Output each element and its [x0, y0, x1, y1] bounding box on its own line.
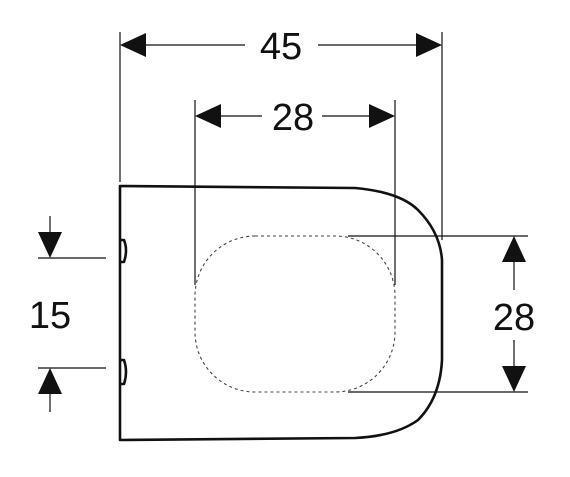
seat-opening-dashed	[194, 235, 396, 393]
arrowhead-15-bottom	[38, 368, 62, 394]
hinge-notch-upper	[120, 238, 128, 264]
dimension-label-inner-width: 28	[272, 97, 314, 139]
arrowhead-28v-top	[502, 236, 526, 262]
dimension-label-hinge-spacing: 15	[29, 295, 71, 337]
arrowhead-28-left	[195, 104, 221, 128]
arrowhead-28v-bottom	[502, 366, 526, 392]
dimension-label-overall-width: 45	[260, 26, 302, 68]
arrowhead-45-right	[416, 33, 442, 57]
dimension-label-inner-height: 28	[493, 297, 535, 339]
arrowhead-15-top	[38, 232, 62, 258]
arrowhead-28-right	[369, 104, 395, 128]
hinge-notch-lower	[120, 358, 128, 386]
arrowhead-45-left	[120, 33, 146, 57]
seat-outline	[118, 184, 444, 442]
